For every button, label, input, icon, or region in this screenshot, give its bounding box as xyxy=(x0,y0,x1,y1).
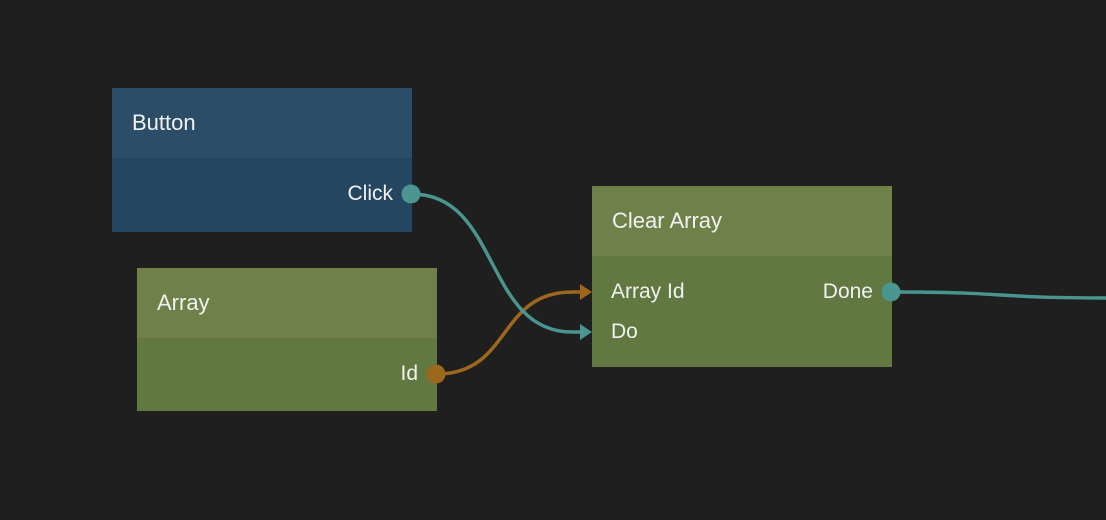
edge-wire-data[interactable] xyxy=(436,290,573,376)
node-body: Click xyxy=(112,158,412,214)
node-port-row: Do xyxy=(592,312,892,352)
node-title-bar[interactable]: Array xyxy=(137,268,437,338)
node-title-bar[interactable]: Button xyxy=(112,88,412,158)
input-port-array-id[interactable] xyxy=(580,284,592,300)
input-port-label-do: Do xyxy=(611,320,638,343)
input-port-label-array-id: Array Id xyxy=(611,280,685,303)
node-title: Button xyxy=(132,110,196,135)
node-port-row: Click xyxy=(112,174,412,214)
node-port-row: Id xyxy=(137,354,437,394)
node-title: Array xyxy=(157,290,210,315)
node-title: Clear Array xyxy=(612,208,723,233)
node-body: Id xyxy=(137,338,437,394)
output-port-label-done: Done xyxy=(822,280,873,303)
input-port-do[interactable] xyxy=(580,324,592,340)
node-port-row: Array Id Done xyxy=(592,272,892,312)
node-title-bar[interactable]: Clear Array xyxy=(592,186,892,256)
output-port-label-click: Click xyxy=(347,182,394,205)
edge-wire-exec[interactable] xyxy=(891,290,1106,300)
output-port-label-id: Id xyxy=(400,362,418,385)
